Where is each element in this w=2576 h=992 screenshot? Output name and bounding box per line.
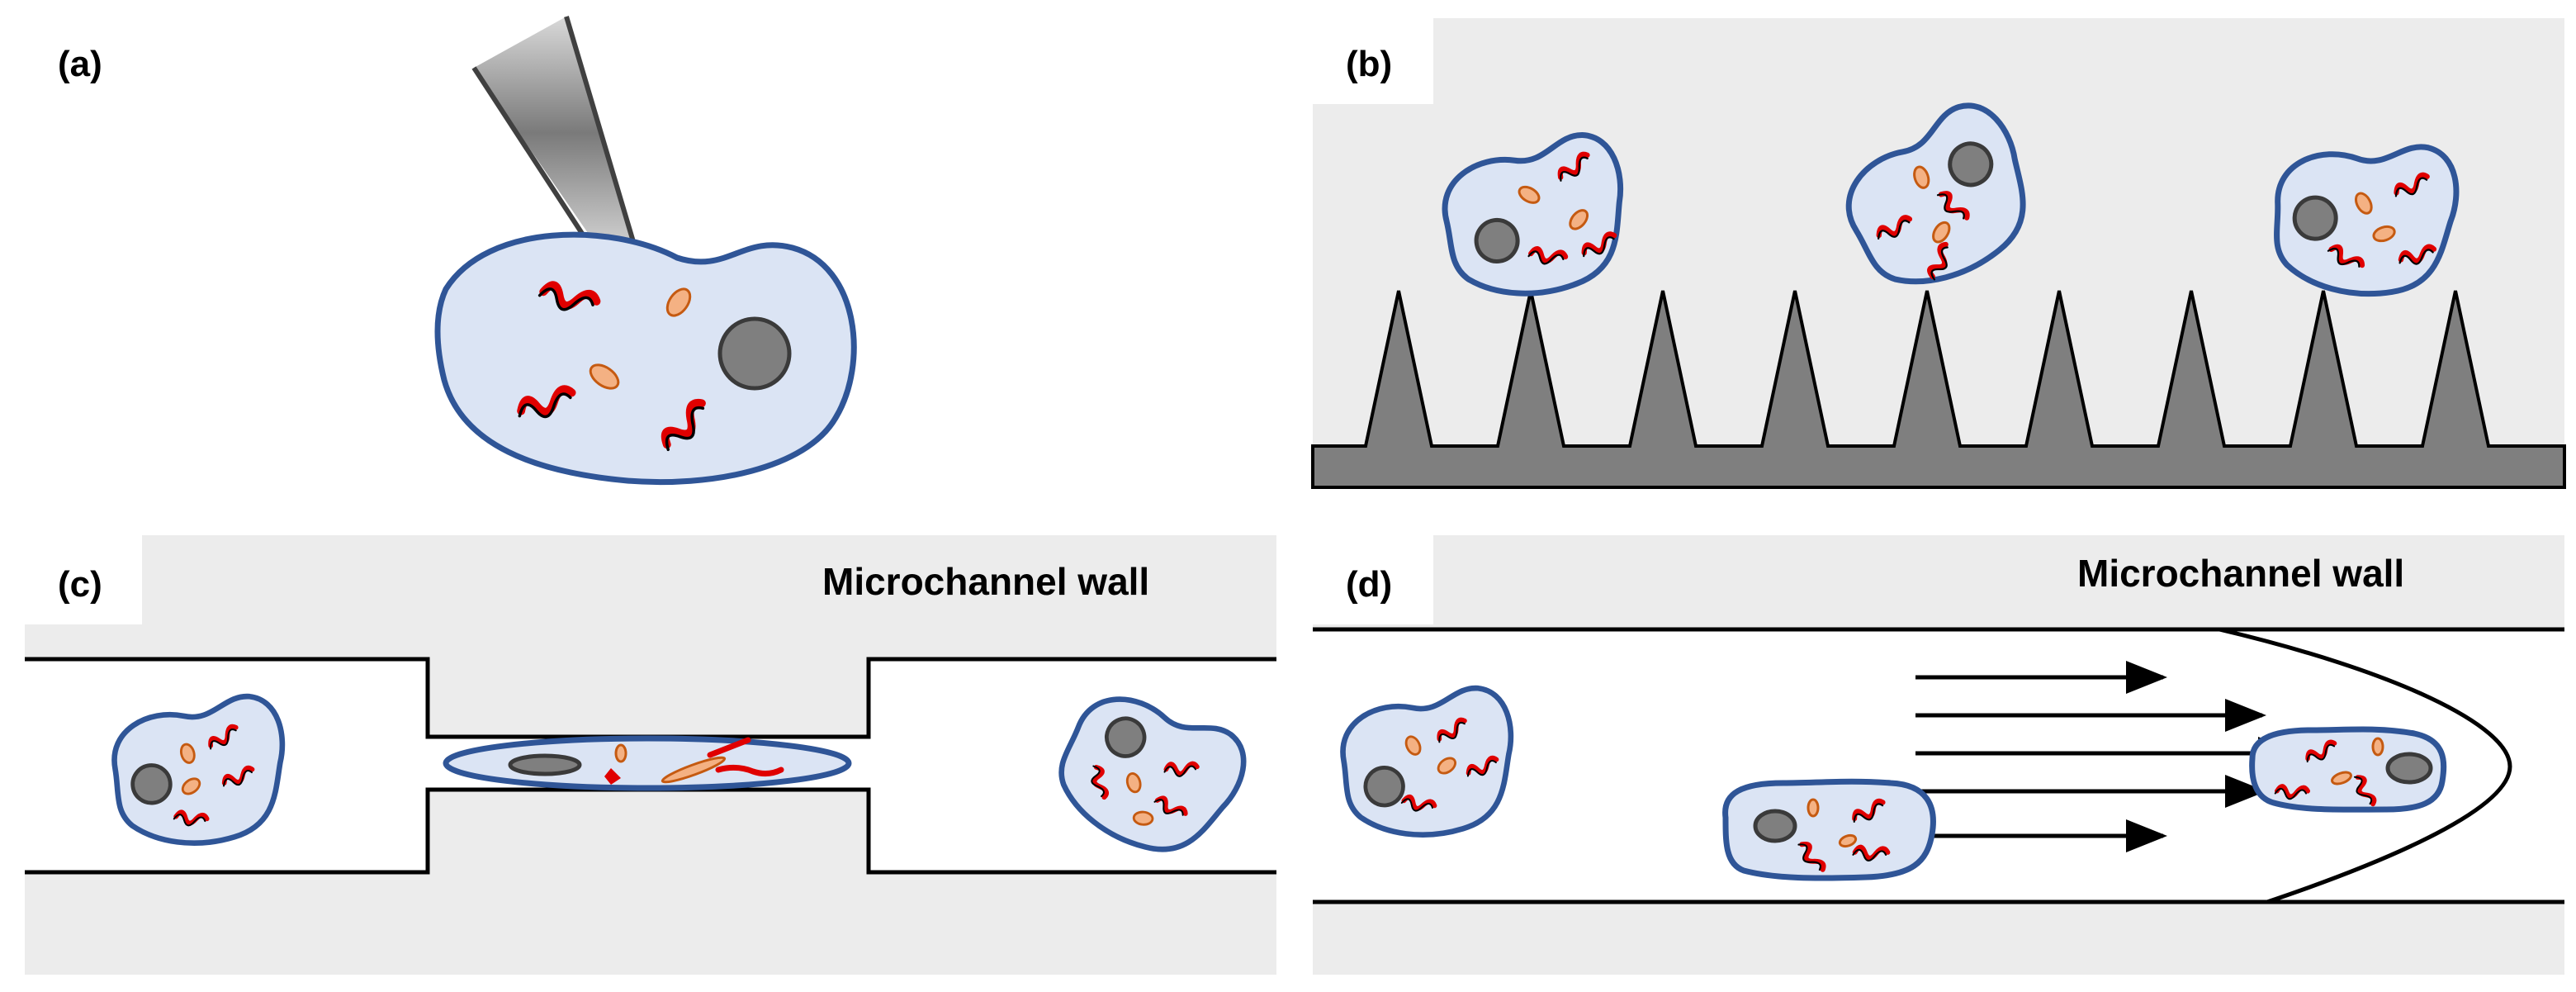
cell-d-right (2249, 726, 2447, 813)
cell-b2 (1827, 93, 2054, 307)
cell-c-squeezed (443, 735, 852, 791)
cell-b1 (1436, 130, 1637, 307)
nucleus (717, 316, 792, 391)
cell-c-left (109, 693, 292, 851)
constriction-channel-icon (109, 674, 1257, 874)
cell-d-left (1338, 685, 1521, 842)
panel-a-label: (a) (58, 44, 102, 84)
panel-d-label: (d) (1346, 564, 1392, 605)
cell-d-middle (1722, 778, 1936, 881)
panel-d: (d) Microchannel wall (1313, 535, 2564, 975)
flow-arrows-icon (1915, 661, 2299, 852)
panel-a: (a) (58, 16, 857, 486)
cell-b3 (2275, 142, 2458, 297)
nanoneedle-array-icon (1311, 290, 2566, 489)
panel-c-label: (c) (58, 564, 102, 605)
panel-b: (b) (1311, 18, 2566, 489)
cell-c-right (1043, 674, 1256, 874)
panel-d-wall-title: Microchannel wall (2077, 552, 2404, 595)
panel-c: (c) Microchannel wall (25, 535, 1276, 975)
panel-c-wall-title: Microchannel wall (822, 560, 1149, 603)
panel-b-label: (b) (1346, 44, 1392, 84)
cell-a (434, 231, 857, 486)
